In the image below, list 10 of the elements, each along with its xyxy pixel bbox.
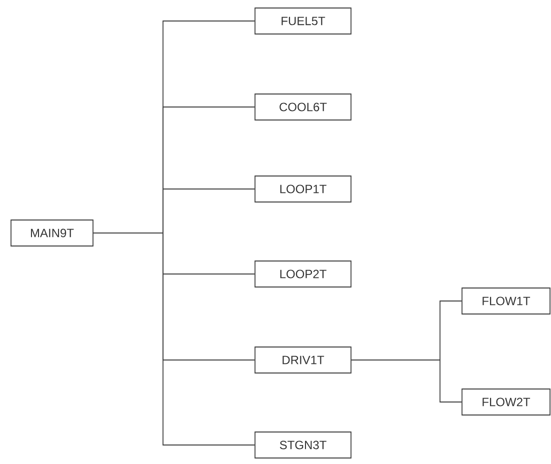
connector-line	[351, 360, 462, 402]
module-box: LOOP2T	[254, 260, 352, 288]
module-box: FLOW2T	[462, 388, 550, 416]
module-box: FUEL5T	[254, 8, 352, 34]
module-box: MAIN9T	[10, 220, 94, 246]
module-box: LOOP1T	[254, 176, 352, 202]
module-box: COOL6T	[254, 94, 352, 120]
module-box: FLOW1T	[462, 288, 550, 314]
module-box: STGN3T	[254, 432, 352, 458]
module-box: DRIV1T	[254, 346, 352, 374]
